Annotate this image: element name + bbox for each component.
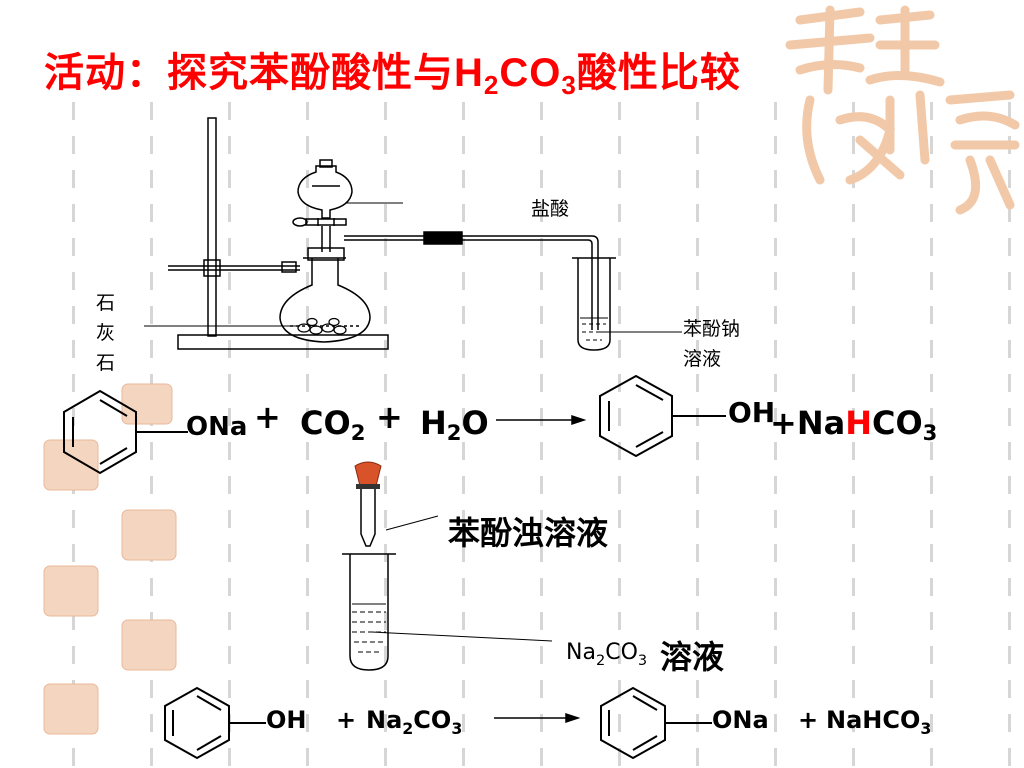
label-limestone-2: 灰 <box>96 322 116 344</box>
eq1-ona: ONa <box>186 412 248 442</box>
eq1-h2o: H2O <box>420 404 489 445</box>
eq2-plus-2: + <box>798 706 819 734</box>
label-hydrochloric-acid: 盐酸 <box>531 198 570 220</box>
title-h: H <box>454 51 484 95</box>
decorative-seal-large <box>785 5 1020 215</box>
pointer-na2co3 <box>371 631 553 642</box>
eq1-plus-1: + <box>254 398 281 436</box>
pointer-turbid <box>385 515 439 531</box>
eq2-plus-1: + <box>336 706 357 734</box>
dropper <box>354 461 382 547</box>
separatory-funnel <box>297 165 353 219</box>
reaction-arrow-2 <box>494 712 581 724</box>
benzene-ring-3 <box>164 686 266 760</box>
apparatus <box>144 117 682 351</box>
eq1-nahco3: +NaHCO3 <box>770 404 938 445</box>
eq2-nahco3: NaHCO3 <box>826 706 932 738</box>
label-na2co3-formula: Na2CO3 <box>566 640 648 669</box>
benzene-ring-2 <box>599 374 726 458</box>
eq1-plus-2: + <box>376 398 403 436</box>
benzene-ring-4 <box>600 686 712 760</box>
eq1-co2: CO2 <box>300 404 366 445</box>
reaction-arrow-1 <box>496 414 587 426</box>
eq1-oh: OH <box>728 396 776 429</box>
label-turbid-phenol: 苯酚浊溶液 <box>448 514 609 552</box>
eq2-oh: OH <box>266 706 307 734</box>
benzene-ring-1 <box>63 389 188 475</box>
stand-rod <box>207 117 217 337</box>
title-co-sub: 3 <box>561 70 577 100</box>
delivery-tube <box>344 235 599 330</box>
label-limestone-3: 石 <box>96 352 116 374</box>
test-tube-1 <box>577 258 611 351</box>
title-text-1: 活动：探究苯酚酸性与 <box>44 50 454 96</box>
background-dashes <box>72 100 1011 768</box>
label-sodium-phenoxide-1: 苯酚钠 <box>683 318 741 340</box>
title-text-2: 酸性比较 <box>576 50 741 96</box>
eq2-ona: ONa <box>712 706 769 734</box>
label-na2co3-solution: 溶液 <box>660 638 725 676</box>
label-limestone-1: 石 <box>96 292 116 314</box>
title-h-sub: 2 <box>483 70 500 100</box>
title-co: CO <box>499 51 562 95</box>
eq2-na2co3: Na2CO3 <box>366 706 463 738</box>
test-tube-2 <box>342 553 396 671</box>
page-title: 活动：探究苯酚酸性与H2CO3酸性比较 <box>44 40 741 101</box>
decorative-stamps <box>43 383 177 735</box>
stand-base <box>177 334 389 350</box>
flask <box>279 258 371 343</box>
label-sodium-phenoxide-2: 溶液 <box>683 348 722 370</box>
